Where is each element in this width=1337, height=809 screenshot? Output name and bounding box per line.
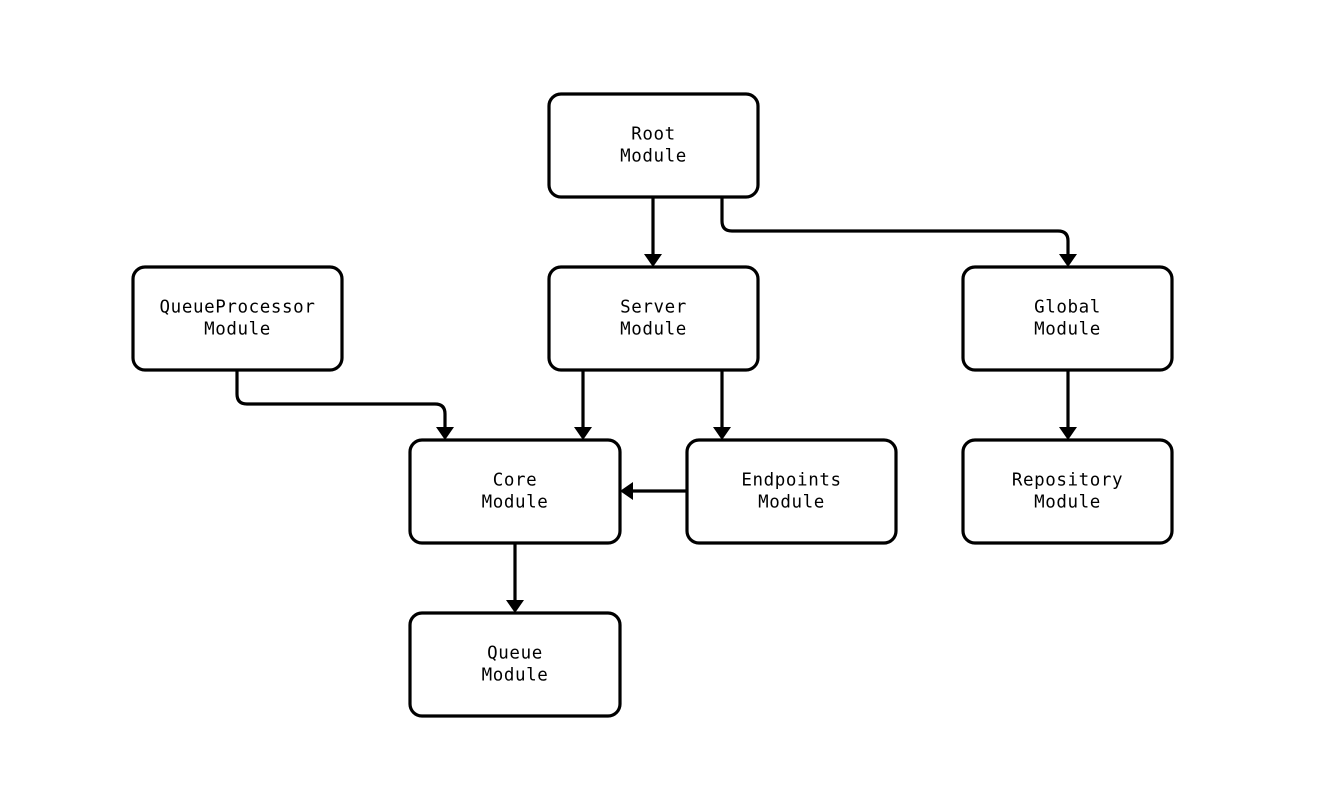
root-module-label-line1: Root [631, 125, 676, 145]
global-module-label-line2: Module [1034, 319, 1101, 339]
core-module-label-line1: Core [493, 471, 538, 491]
root-module-box[interactable] [547, 92, 760, 199]
edges-layer [235, 197, 1077, 613]
queue-module-label-line1: Queue [487, 644, 543, 664]
root-module-label-line2: Module [620, 146, 687, 166]
repository-module-label-line1: Repository [1012, 471, 1123, 491]
arrowhead-icon [620, 482, 633, 500]
edge-queueprocessor-to-core [235, 370, 454, 440]
edge-root-to-global [720, 197, 1077, 267]
queue-module-box[interactable] [408, 611, 622, 718]
edge-global-to-repository [1059, 370, 1077, 440]
core-module-label-line2: Module [482, 492, 549, 512]
queue-module-label-line2: Module [482, 665, 549, 685]
queueprocessor-module-label-line2: Module [204, 319, 271, 339]
edge-server-to-endpoints [713, 370, 731, 440]
endpoints-module-label-line2: Module [758, 492, 825, 512]
arrowhead-icon [436, 427, 454, 440]
server-module-label-line2: Module [620, 319, 687, 339]
endpoints-module-box[interactable] [685, 438, 898, 545]
endpoints-module-label-line1: Endpoints [741, 471, 841, 491]
arrowhead-icon [574, 427, 592, 440]
arrowhead-icon [713, 427, 731, 440]
edge-core-to-queue [506, 543, 524, 613]
core-module-box[interactable] [408, 438, 622, 545]
edge-root-to-server [644, 197, 662, 267]
queueprocessor-module-label-line1: QueueProcessor [160, 298, 316, 318]
arrowhead-icon [644, 254, 662, 267]
server-module-box[interactable] [547, 265, 760, 372]
global-module-box[interactable] [961, 265, 1174, 372]
server-module-label-line1: Server [620, 298, 687, 318]
arrowhead-icon [1059, 427, 1077, 440]
arrowhead-icon [506, 600, 524, 613]
queueprocessor-module-box[interactable] [131, 265, 344, 372]
edge-server-to-core [574, 370, 592, 440]
edge-endpoints-to-core [620, 482, 687, 500]
global-module-label-line1: Global [1034, 298, 1101, 318]
repository-module-label-line2: Module [1034, 492, 1101, 512]
arrowhead-icon [1059, 254, 1077, 267]
repository-module-box[interactable] [961, 438, 1174, 545]
